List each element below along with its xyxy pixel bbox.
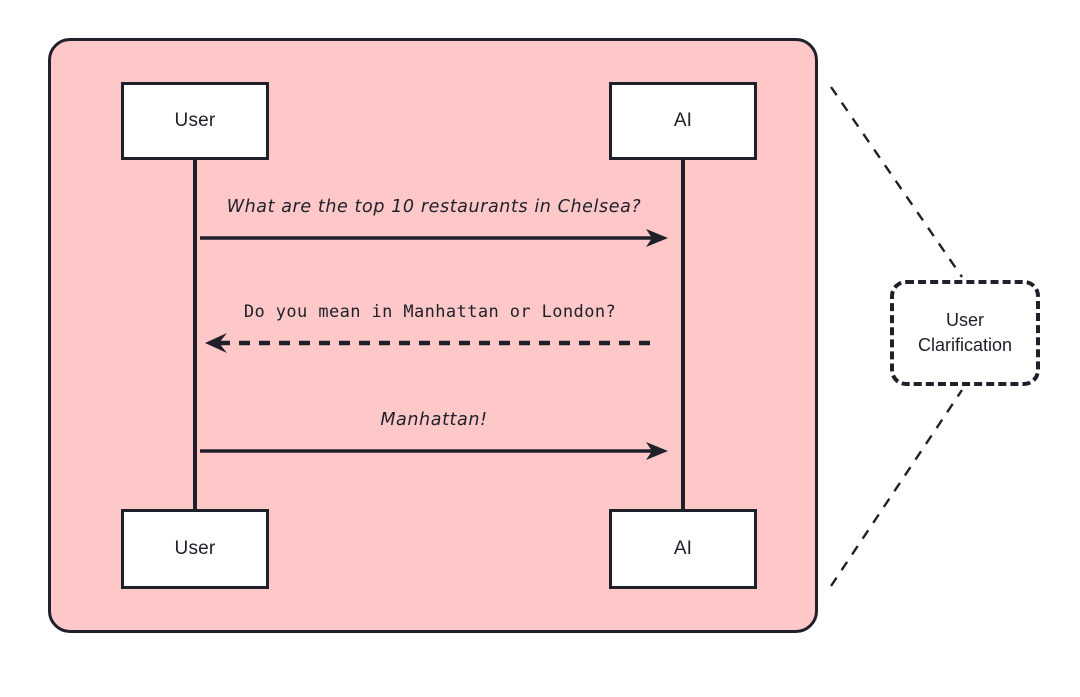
message-1-label: What are the top 10 restaurants in Chels… — [226, 197, 642, 217]
message-3-arrow-right-solid — [200, 442, 668, 460]
actor-box-user-bottom[interactable]: User — [121, 509, 269, 589]
message-1: What are the top 10 restaurants in Chels… — [200, 197, 668, 257]
message-2: Do you mean in Manhattan or London? — [205, 302, 655, 362]
actor-label-ai-bottom: AI — [673, 538, 693, 559]
lifeline-user — [193, 160, 197, 510]
message-2-arrow-left-dashed — [205, 333, 655, 353]
leader-line-bottom — [830, 389, 963, 587]
actor-label-ai-top: AI — [673, 110, 693, 131]
leader-line-top — [830, 86, 963, 278]
lifeline-ai — [681, 160, 685, 510]
actor-box-user-top[interactable]: User — [121, 82, 269, 160]
callout-line-2: Clarification — [917, 335, 1013, 355]
actor-label-user-top: User — [174, 110, 216, 131]
actor-box-ai-top[interactable]: AI — [609, 82, 757, 160]
callout-line-1: User — [945, 309, 984, 330]
callout-user-clarification[interactable]: User Clarification — [890, 280, 1040, 386]
message-3: Manhattan! — [200, 410, 668, 470]
actor-box-ai-bottom[interactable]: AI — [609, 509, 757, 589]
message-2-label: Do you mean in Manhattan or London? — [243, 302, 617, 322]
message-1-arrow-right-solid — [200, 229, 668, 247]
actor-label-user-bottom: User — [174, 538, 216, 559]
message-3-label: Manhattan! — [380, 410, 488, 430]
